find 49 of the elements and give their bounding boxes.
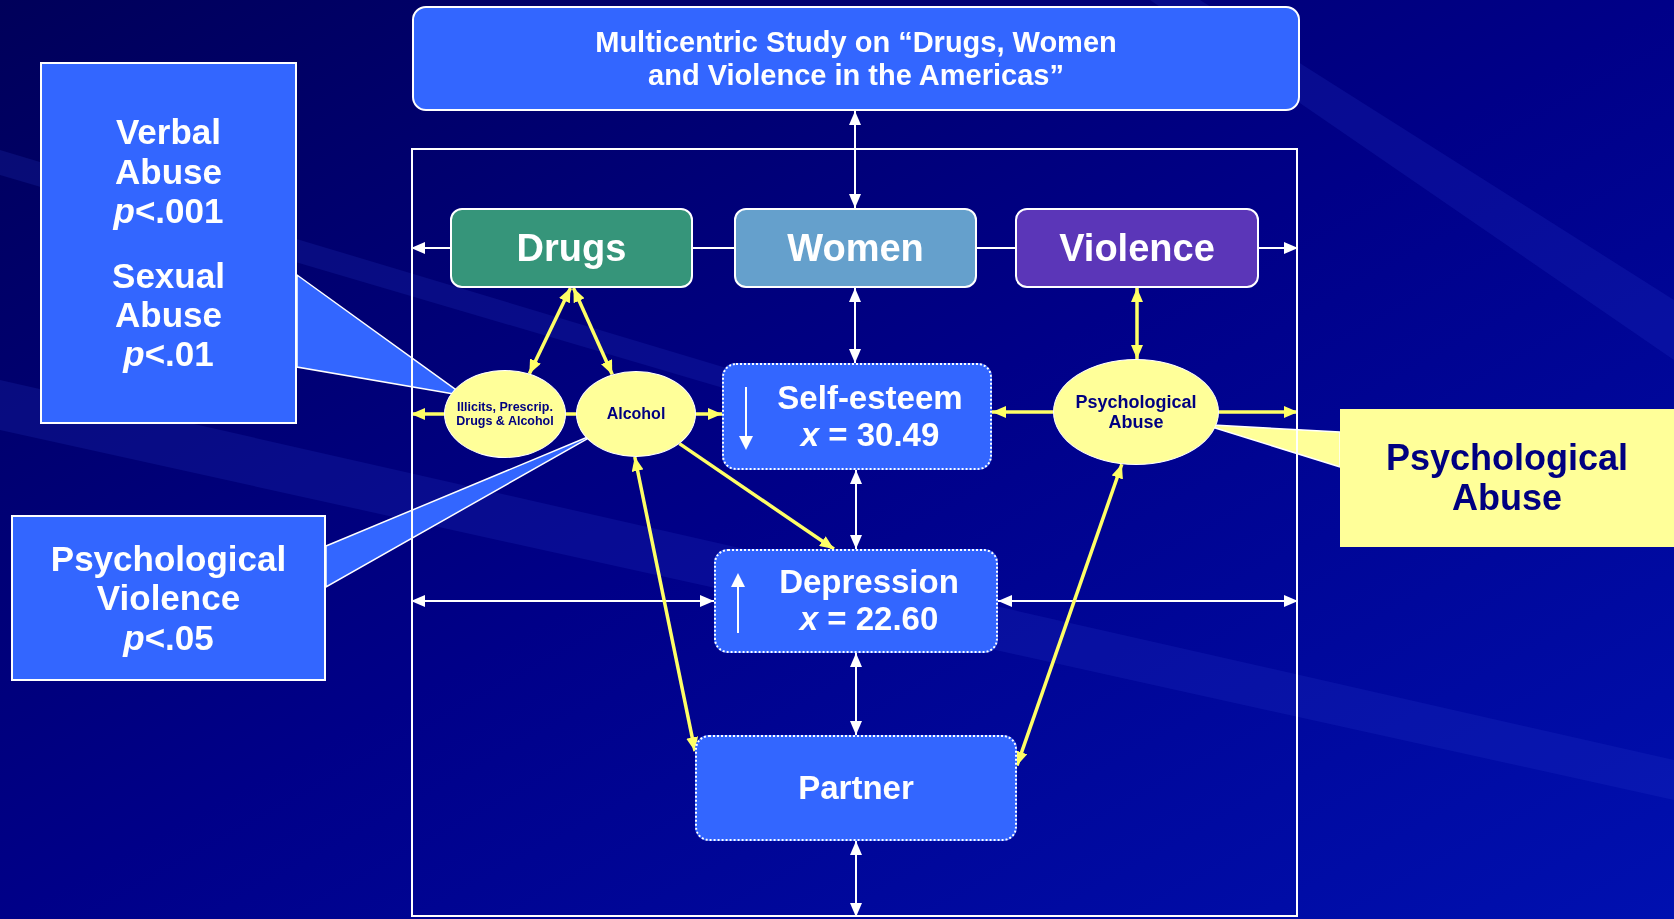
callout-text: p<.01 [123,334,214,374]
callout-box [1340,409,1674,547]
variable-box [714,549,998,653]
callout-text: Psychological Abuse [1384,437,1630,519]
connector-line [692,247,735,249]
arrow [849,110,861,209]
arrow [850,840,862,918]
connector-line [566,412,576,416]
category-box [734,208,977,288]
variable-box [722,363,992,470]
arrow [631,456,699,752]
arrow [1219,406,1298,418]
oval-label: Psychological Abuse [1074,391,1198,433]
arrow [850,469,862,550]
arrow [850,652,862,736]
oval-label: Alcohol [606,405,666,423]
arrow [678,442,835,551]
category-box [450,208,693,288]
variable-label: Partner [798,769,914,807]
callout-text: p<.05 [123,617,214,657]
connector-line [976,247,1016,249]
arrow [1131,288,1143,359]
frame-box [411,148,1298,917]
category-label: Violence [1059,226,1215,270]
variable-label: Self-esteem [777,379,963,417]
arrow [411,408,444,420]
arrow [1015,463,1124,767]
callout-text: p<.001 [113,190,224,230]
arrow [992,406,1053,418]
arrow [849,287,861,364]
category-box [1015,208,1259,288]
arrow [1258,242,1299,254]
variable-label: Depression [779,564,959,601]
variable-label: x = 22.60 [799,601,939,638]
oval-label: Illicits, Prescrip. Drugs & Alcohol [455,400,555,428]
callout-box [11,515,326,681]
title-text: Multicentric Study on “Drugs, Women and Violence in the Americas” [594,26,1118,91]
arrow [571,287,614,376]
arrow [410,242,451,254]
arrow [410,595,715,607]
category-label: Women [787,226,924,270]
title-box [412,6,1300,111]
arrow [997,595,1299,607]
variable-label: x = 30.49 [800,416,940,454]
variable-box [695,735,1017,841]
category-label: Drugs [516,226,627,270]
callout-box [40,62,297,424]
arrow [696,408,722,420]
arrow [527,287,573,375]
